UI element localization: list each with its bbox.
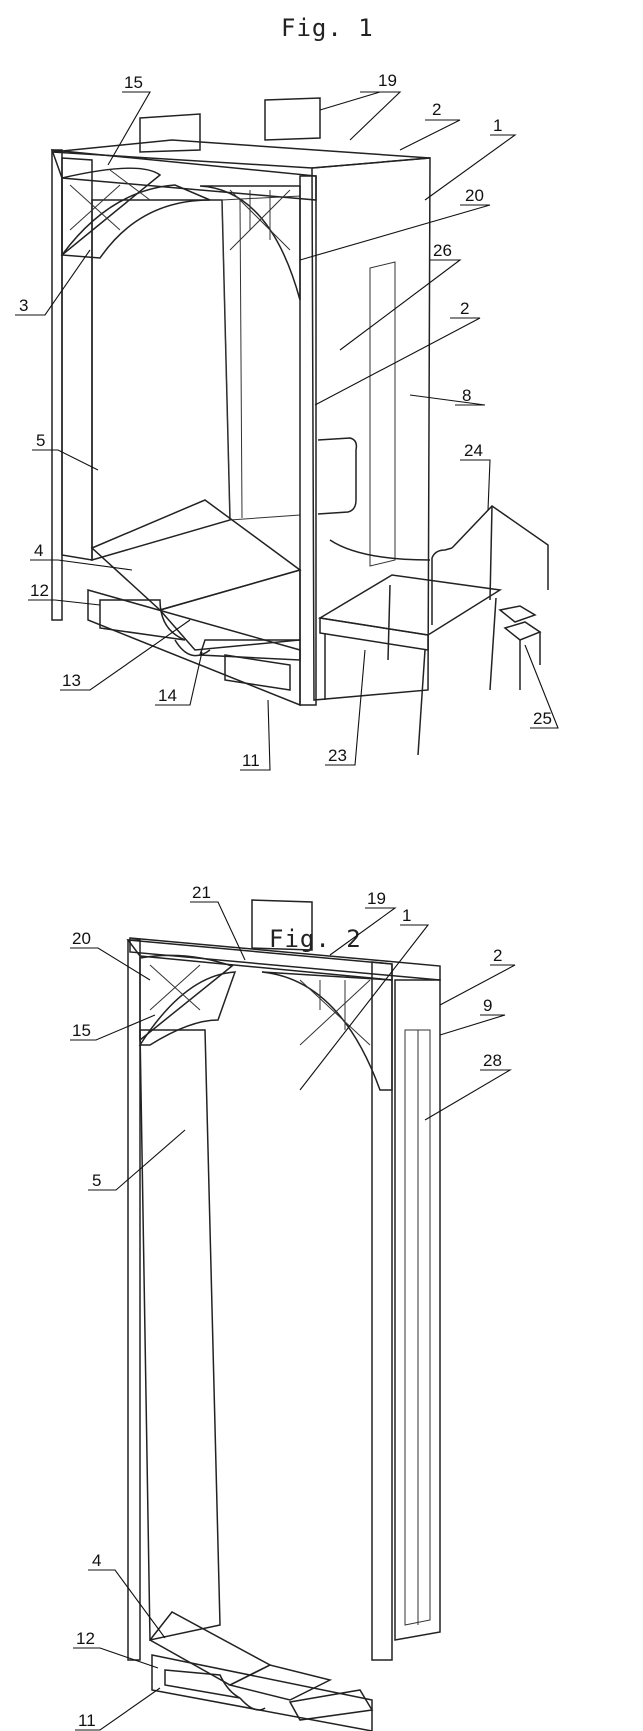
label-5: 5 (36, 431, 45, 450)
label-2-top: 2 (432, 100, 441, 119)
frame-right-column (371, 961, 393, 1661)
frame-roof (129, 899, 441, 981)
label-15: 15 (124, 73, 143, 92)
label-20: 20 (465, 186, 484, 205)
figure-2-drawing: 21 19 1 20 2 9 15 28 5 4 12 11 (70, 883, 516, 1731)
label-1: 1 (402, 906, 411, 925)
figure-2-leaders (70, 901, 516, 1731)
label-21: 21 (192, 883, 211, 902)
label-26: 26 (433, 241, 452, 260)
front-frame (50, 149, 317, 706)
label-3: 3 (19, 296, 28, 315)
label-11: 11 (78, 1711, 96, 1730)
label-5: 5 (92, 1171, 101, 1190)
figure-1-leaders (15, 91, 559, 771)
label-23: 23 (328, 746, 347, 765)
label-8: 8 (462, 386, 471, 405)
cabin-roof (51, 97, 431, 169)
label-1: 1 (493, 116, 502, 135)
label-12: 12 (76, 1629, 95, 1648)
label-11: 11 (242, 751, 260, 770)
cabin-floor (90, 499, 302, 661)
label-4: 4 (34, 541, 43, 560)
figure-1-drawing: 15 19 2 1 20 26 3 2 8 5 24 4 12 13 14 11… (15, 71, 559, 771)
label-28: 28 (483, 1051, 502, 1070)
frame-floor (148, 1611, 374, 1721)
figure-1-title: Fig. 1 (281, 14, 374, 42)
label-15: 15 (72, 1021, 91, 1040)
frame-side-wall (394, 979, 441, 1641)
figure-1: Fig. 1 (0, 0, 643, 860)
label-13: 13 (62, 671, 81, 690)
frame-top-truss (126, 939, 393, 1091)
label-24: 24 (464, 441, 483, 460)
label-2: 2 (493, 946, 502, 965)
label-2-mid: 2 (460, 299, 469, 318)
access-platform (317, 505, 549, 756)
label-4: 4 (92, 1551, 101, 1570)
label-9: 9 (483, 996, 492, 1015)
label-25: 25 (533, 709, 552, 728)
frame-left-column (127, 939, 221, 1661)
label-14: 14 (158, 686, 177, 705)
label-19: 19 (367, 889, 386, 908)
frame-base (151, 1654, 373, 1731)
base-frame (87, 589, 301, 707)
cabin-inner-opening (221, 195, 301, 521)
figure-2: Fig. 2 (0, 880, 643, 1731)
label-12: 12 (30, 581, 49, 600)
wall-handrail (317, 437, 358, 515)
label-19: 19 (378, 71, 397, 90)
label-20: 20 (72, 929, 91, 948)
